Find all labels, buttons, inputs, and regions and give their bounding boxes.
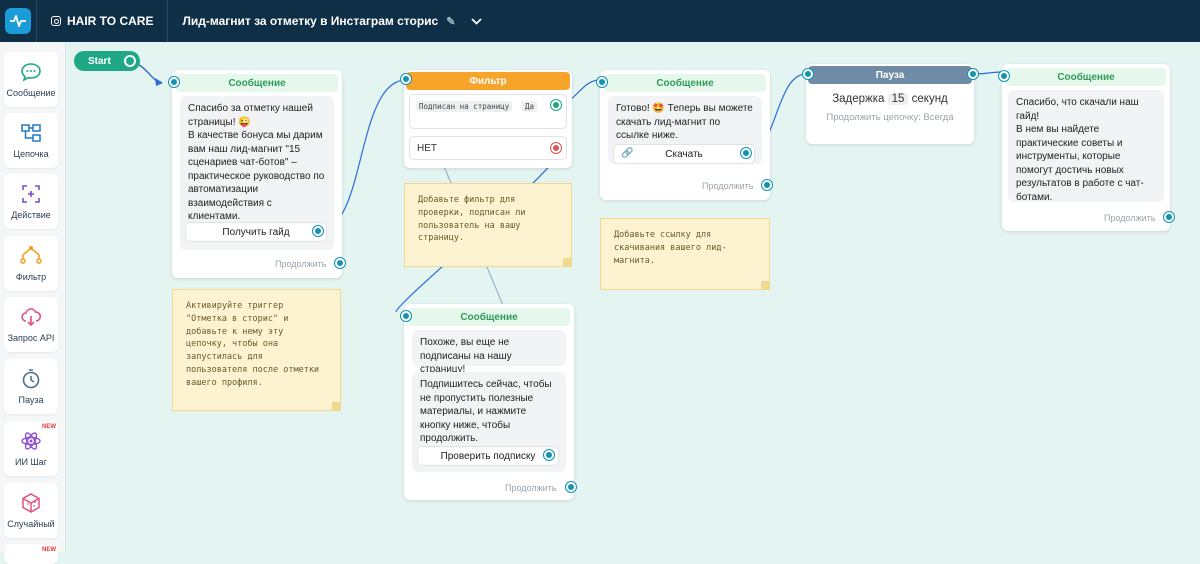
button-output-handle[interactable] xyxy=(313,226,323,236)
continue-label: Продолжить xyxy=(275,259,327,269)
filter-condition[interactable]: Подписан на страницу Да xyxy=(409,94,567,129)
sidebar-item-random[interactable]: Случайный xyxy=(4,483,58,538)
wire-pause-to-msg3 xyxy=(974,71,1003,75)
bot-name: HAIR TO CARE xyxy=(67,14,154,28)
start-node[interactable]: Start xyxy=(74,51,140,71)
message-node-1[interactable]: Сообщение Спасибо за отметку нашей стран… xyxy=(169,70,345,278)
download-button[interactable]: 🔗 Скачать xyxy=(613,144,755,164)
input-handle[interactable] xyxy=(999,71,1009,81)
pencil-icon[interactable]: ✎ xyxy=(446,15,456,28)
get-guide-button[interactable]: Получить гайд xyxy=(185,222,327,242)
continue-output-handle[interactable] xyxy=(1164,212,1174,222)
continue-output-handle[interactable] xyxy=(335,258,345,268)
message-node-4[interactable]: Сообщение Похоже, вы еще не подписаны на… xyxy=(401,304,576,500)
output-handle[interactable] xyxy=(968,69,978,79)
node-header: Сообщение xyxy=(604,74,766,92)
chevron-down-icon[interactable] xyxy=(471,14,483,28)
link-icon: 🔗 xyxy=(621,148,634,159)
sidebar-item-more[interactable]: NEW xyxy=(4,544,58,564)
sticky-note-2[interactable]: Добавьте фильтр для проверки, подписан л… xyxy=(404,183,572,267)
sidebar-item-api-request[interactable]: Запрос API xyxy=(4,297,58,352)
button-output-handle[interactable] xyxy=(741,148,751,158)
bot-name-crumb[interactable]: HAIR TO CARE xyxy=(36,0,167,42)
no-output-handle[interactable] xyxy=(551,143,561,153)
message-text[interactable]: Спасибо, что скачали наш гайд! В нем вы … xyxy=(1008,90,1164,203)
sidebar-item-ai-step[interactable]: NEW ИИ Шаг xyxy=(4,421,58,476)
cube-icon xyxy=(22,493,40,513)
sticky-note-3[interactable]: Добавьте ссылку для скачивания вашего ли… xyxy=(600,218,770,290)
sidebar-item-label: Сообщение xyxy=(6,88,56,98)
input-handle[interactable] xyxy=(597,77,607,87)
sidebar-item-action[interactable]: Действие xyxy=(4,174,58,229)
sidebar-item-pause[interactable]: Пауза xyxy=(4,359,58,414)
filter-node[interactable]: Фильтр Подписан на страницу Да НЕТ xyxy=(401,70,572,168)
flow-title-crumb[interactable]: Лид-магнит за отметку в Инстаграм сторис… xyxy=(167,0,496,42)
filter-icon xyxy=(20,246,42,264)
continue-label: Продолжить xyxy=(1104,213,1156,223)
button-output-handle[interactable] xyxy=(544,450,554,460)
input-handle[interactable] xyxy=(803,69,813,79)
node-header: Пауза xyxy=(808,66,972,84)
message-node-3[interactable]: Сообщение Спасибо, что скачали наш гайд!… xyxy=(999,64,1174,231)
input-handle[interactable] xyxy=(401,311,411,321)
arrow-head-icon xyxy=(155,78,163,86)
sidebar-item-label: Случайный xyxy=(7,519,55,529)
sidebar-item-label: Цепочка xyxy=(13,149,49,159)
node-palette-sidebar: Сообщение Цепочка Действие Фильтр Запрос… xyxy=(0,42,66,564)
sidebar-item-label: Запрос API xyxy=(7,333,55,343)
atom-icon xyxy=(21,432,41,450)
new-badge: NEW xyxy=(42,424,56,430)
condition-value: Да xyxy=(522,101,538,112)
delay-prefix: Задержка xyxy=(832,93,885,105)
node-header: Сообщение xyxy=(176,74,338,92)
flow-title: Лид-магнит за отметку в Инстаграм сторис xyxy=(182,14,439,28)
app-logo[interactable] xyxy=(0,0,36,42)
continue-label: Продолжить xyxy=(702,181,754,191)
action-icon xyxy=(22,185,40,203)
sidebar-item-label: Пауза xyxy=(18,395,44,405)
filter-else[interactable]: НЕТ xyxy=(409,136,567,160)
continue-output-handle[interactable] xyxy=(566,482,576,492)
new-badge: NEW xyxy=(42,547,56,553)
sidebar-item-message[interactable]: Сообщение xyxy=(4,52,58,107)
chat-bubble-icon xyxy=(21,63,41,82)
condition-field: Подписан на страницу xyxy=(416,101,513,112)
sidebar-item-label: ИИ Шаг xyxy=(15,457,47,467)
chain-icon xyxy=(21,124,41,142)
message-node-2[interactable]: Сообщение Готово! 🤩 Теперь вы можете ска… xyxy=(597,70,772,200)
continue-label: Продолжить xyxy=(505,483,557,493)
node-header: Сообщение xyxy=(1006,68,1166,86)
pause-delay[interactable]: Задержка 15 секунд xyxy=(806,93,974,105)
node-header: Сообщение xyxy=(408,308,570,326)
sidebar-item-filter[interactable]: Фильтр xyxy=(4,236,58,291)
input-handle[interactable] xyxy=(169,77,179,87)
node-header: Фильтр xyxy=(406,72,570,90)
sticky-note-1[interactable]: Активируйте триггер "Отметка в сторис" и… xyxy=(172,289,341,411)
top-bar: HAIR TO CARE Лид-магнит за отметку в Инс… xyxy=(0,0,1200,42)
continue-output-handle[interactable] xyxy=(762,180,772,190)
sidebar-item-chain[interactable]: Цепочка xyxy=(4,113,58,168)
pause-node[interactable]: Пауза Задержка 15 секунд Продолжить цепо… xyxy=(803,64,978,144)
else-label: НЕТ xyxy=(417,143,437,154)
sidebar-item-label: Фильтр xyxy=(15,272,47,282)
delay-unit: секунд xyxy=(911,93,948,105)
yes-output-handle[interactable] xyxy=(551,100,561,110)
input-handle[interactable] xyxy=(401,74,411,84)
stopwatch-icon xyxy=(22,369,40,389)
sidebar-item-label: Действие xyxy=(11,210,51,220)
pulse-logo-icon xyxy=(5,8,31,34)
continue-mode: Продолжить цепочку: Всегда xyxy=(826,112,954,123)
message-text-1[interactable]: Похоже, вы еще не подписаны на нашу стра… xyxy=(412,330,566,375)
check-subscription-button[interactable]: Проверить подписку xyxy=(417,446,559,466)
delay-value: 15 xyxy=(887,93,909,105)
cloud-api-icon xyxy=(21,308,42,327)
instagram-icon xyxy=(51,16,61,26)
flow-canvas[interactable]: Start Сообщение Спасибо за отметку нашей… xyxy=(66,42,1200,552)
start-label: Start xyxy=(88,55,111,67)
start-output-handle[interactable] xyxy=(124,55,136,67)
download-button-label: Скачать xyxy=(665,148,703,160)
